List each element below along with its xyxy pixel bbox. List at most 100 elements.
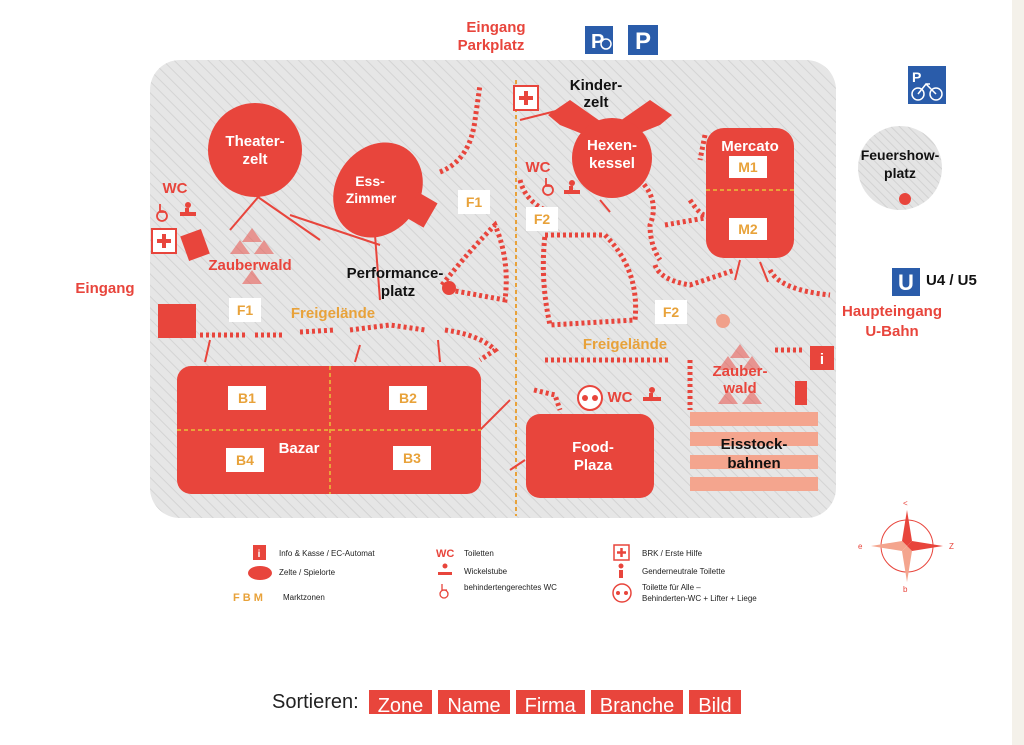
bazar-label: Bazar: [279, 440, 320, 457]
booth-left: [180, 229, 210, 261]
zone-m1-label: M1: [738, 159, 758, 175]
wc-mid-label: WC: [526, 159, 551, 176]
hexenkessel-label-2: kessel: [589, 155, 635, 172]
sort-branche-button[interactable]: Branche: [590, 690, 684, 717]
food-plaza-label-2: Plaza: [574, 457, 613, 474]
ess-zimmer-tent: [333, 142, 423, 238]
mercato-label: Mercato: [721, 138, 779, 155]
zone-b4-badge: [226, 448, 264, 472]
marker-dot: [716, 314, 730, 328]
fences: [200, 84, 831, 411]
food-plaza-building: [526, 414, 654, 498]
parking-accessible-icon: P: [585, 26, 613, 54]
zone-f2-right-label: F2: [663, 304, 680, 320]
wc-left-label: WC: [163, 180, 188, 197]
sort-bild-button[interactable]: Bild: [689, 690, 741, 717]
sort-name-button[interactable]: Name: [438, 690, 510, 717]
zone-f1-left-badge: [229, 298, 261, 322]
zone-b4-label: B4: [236, 452, 254, 468]
svg-text:P: P: [635, 28, 651, 55]
legend-info: Info & Kasse / EC-Automat: [279, 549, 375, 558]
legend-genderneutral-icon: [618, 563, 624, 578]
freigelaende-left-label: Freigelände: [291, 305, 375, 322]
zone-f2-left-badge: [526, 207, 558, 231]
feuershow-marker: [899, 193, 911, 205]
eingang-parkplatz-label-2: Parkplatz: [458, 37, 525, 54]
accessible-wc-icon-mid: [542, 178, 554, 196]
zone-m1-badge: [729, 156, 767, 178]
baby-changing-icon-low: [643, 387, 661, 401]
legend-toilette-alle-2: Behinderten-WC + Lifter + Liege: [642, 594, 757, 603]
legend-wickelstube-icon: [438, 563, 452, 575]
ess-zimmer-label: Ess-: [355, 173, 385, 189]
ubahn-badge-label: U: [898, 270, 914, 295]
first-aid-icon: [513, 85, 539, 111]
kinderzelt-label-2: zelt: [583, 94, 608, 111]
feuershow-label: Feuershow-: [861, 147, 940, 163]
paths: [204, 109, 769, 471]
zone-b3-badge: [393, 446, 431, 470]
info-booth-label: i: [820, 351, 824, 368]
kinderzelt-tent: [548, 100, 672, 145]
legend-toiletten: Toiletten: [464, 549, 494, 558]
right-edge-strip: [1012, 0, 1024, 745]
sort-label: Sortieren:: [272, 690, 359, 713]
svg-text:P: P: [591, 31, 604, 53]
small-booth-right: [795, 381, 807, 405]
parking-icon: P: [628, 25, 658, 55]
ess-zimmer-annex: [404, 192, 438, 228]
theaterzelt-tent: [208, 103, 302, 197]
theaterzelt-label-2: zelt: [242, 151, 267, 168]
zone-f1-left-label: F1: [237, 302, 254, 318]
ubahn-lines-label: U4 / U5: [926, 272, 977, 289]
accessible-wc-icon: [156, 204, 168, 222]
zone-b1-label: B1: [238, 390, 256, 406]
theaterzelt-label: Theater-: [225, 133, 284, 150]
zauberwald-right-label: Zauber-: [712, 363, 767, 380]
feuershowplatz: [858, 126, 942, 210]
legend: i Info & Kasse / EC-Automat Zelte / Spie…: [233, 544, 757, 604]
baby-changing-icon-mid: [564, 180, 580, 194]
hexenkessel-label: Hexen-: [587, 137, 637, 154]
compass-rose: < b Z e: [858, 499, 954, 594]
eisstock-label-2: bahnen: [727, 455, 780, 472]
haupteingang-label: Haupteingang: [842, 303, 942, 320]
legend-toilette-alle: Toilette für Alle –: [642, 583, 701, 592]
legend-behinderten-wc: behindertengerechtes WC: [464, 583, 557, 592]
legend-marktzonen: Marktzonen: [283, 593, 325, 602]
zone-b1-badge: [228, 386, 266, 410]
sort-zone-button[interactable]: Zone: [368, 690, 433, 717]
legend-wickelstube: Wickelstube: [464, 567, 508, 576]
zone-b3-label: B3: [403, 450, 421, 466]
zone-b2-badge: [389, 386, 427, 410]
feuershow-label-2: platz: [884, 165, 916, 181]
ess-zimmer-label-2: Zimmer: [346, 190, 397, 206]
legend-toilet-for-all-icon: [612, 583, 632, 603]
legend-first-aid-icon: [613, 544, 630, 561]
eisstock-label: Eisstock-: [721, 436, 788, 453]
svg-text:P: P: [912, 69, 921, 85]
eisstockbahnen-lanes: [690, 412, 818, 491]
ubahn-badge: [892, 268, 920, 296]
zone-b2-label: B2: [399, 390, 417, 406]
svg-text:Z: Z: [949, 542, 954, 551]
svg-text:e: e: [858, 542, 863, 551]
mercato-building: [706, 128, 794, 258]
legend-brk: BRK / Erste Hilfe: [642, 549, 703, 558]
zone-f1-top-label: F1: [466, 194, 483, 210]
festival-map: P P P Eingang Parkplatz Kinder- zelt The…: [75, 19, 977, 604]
performance-marker: [442, 281, 456, 295]
legend-info-icon-letter: i: [258, 549, 261, 560]
tree-icon-right: [718, 344, 762, 404]
bike-parking-icon: P: [908, 66, 946, 104]
info-booth: [810, 346, 834, 370]
zone-f1-top-badge: [458, 190, 490, 214]
haupteingang-label-2: U-Bahn: [865, 323, 918, 340]
sort-firma-button[interactable]: Firma: [515, 690, 585, 717]
eingang-left-label: Eingang: [75, 280, 134, 297]
tree-icon-left: [230, 228, 274, 284]
svg-text:b: b: [903, 585, 908, 594]
kinderzelt-label: Kinder-: [570, 77, 623, 94]
sort-bar: Sortieren: Zone Name Firma Branche Bild: [272, 686, 741, 718]
zauberwald-left-label: Zauberwald: [208, 257, 291, 274]
